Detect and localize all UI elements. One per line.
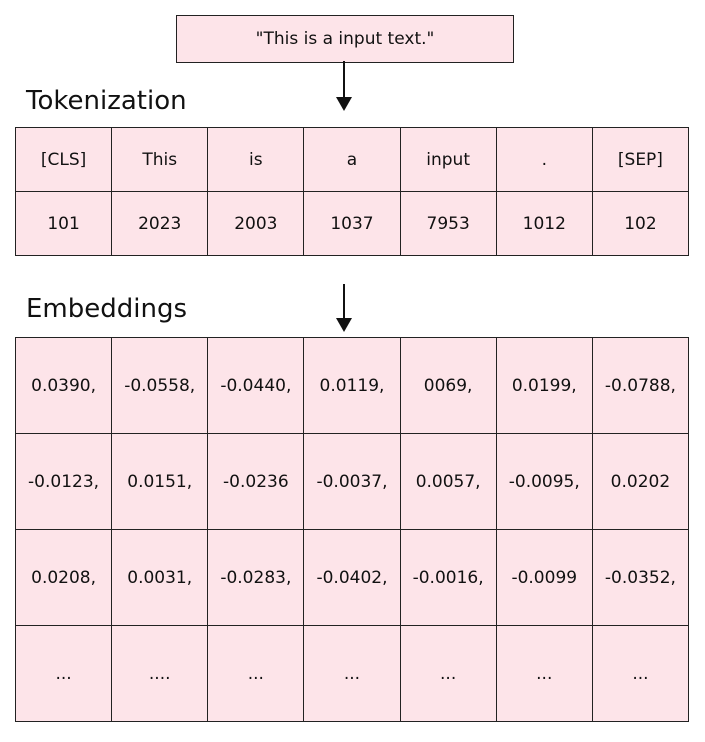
embedding-cell: -0.0037, <box>303 433 401 530</box>
embedding-cell: -0.0095, <box>495 433 593 530</box>
token-id-cell: 1012 <box>495 191 593 256</box>
embedding-row: 0.0390,-0.0558,-0.0440,0.0119,0069,0.019… <box>14 337 690 434</box>
token-cell: a <box>303 127 401 192</box>
embedding-cell: -0.0283, <box>207 529 305 626</box>
embedding-cell: -0.0123, <box>14 433 113 530</box>
token-id-cell: 102 <box>591 191 690 256</box>
token-cell: This <box>111 127 209 192</box>
embeddings-heading: Embeddings <box>26 294 188 324</box>
embedding-row: 0.0208,0.0031,-0.0283,-0.0402,-0.0016,-0… <box>14 529 690 626</box>
embedding-cell: ... <box>591 625 690 722</box>
embedding-cell: 0.0199, <box>495 337 593 434</box>
embedding-row: ...................... <box>14 625 690 722</box>
arrow-down-icon <box>336 61 352 111</box>
token-cell: is <box>207 127 305 192</box>
arrow-down-icon <box>336 284 352 332</box>
token-id-cell: 2023 <box>111 191 209 256</box>
token-cell: input <box>399 127 497 192</box>
token-id-cell: 1037 <box>303 191 401 256</box>
embedding-cell: -0.0558, <box>111 337 209 434</box>
embedding-cell: -0.0236 <box>207 433 305 530</box>
embedding-cell: -0.0402, <box>303 529 401 626</box>
embedding-cell: 0.0057, <box>399 433 497 530</box>
embedding-cell: .... <box>111 625 209 722</box>
embeddings-table: 0.0390,-0.0558,-0.0440,0.0119,0069,0.019… <box>14 337 690 722</box>
embedding-cell: -0.0352, <box>591 529 690 626</box>
tokenization-heading: Tokenization <box>26 86 187 116</box>
embedding-cell: -0.0440, <box>207 337 305 434</box>
embedding-cell: 0.0390, <box>14 337 113 434</box>
token-id-cell: 101 <box>14 191 113 256</box>
token-id-cell: 2003 <box>207 191 305 256</box>
embedding-cell: ... <box>207 625 305 722</box>
token-id-cell: 7953 <box>399 191 497 256</box>
embedding-cell: 0069, <box>399 337 497 434</box>
embedding-row: -0.0123,0.0151,-0.0236-0.0037,0.0057,-0.… <box>14 433 690 530</box>
embedding-cell: ... <box>303 625 401 722</box>
embedding-cell: 0.0031, <box>111 529 209 626</box>
embedding-cell: 0.0208, <box>14 529 113 626</box>
embedding-cell: -0.0016, <box>399 529 497 626</box>
token-cell: [CLS] <box>14 127 113 192</box>
embedding-cell: ... <box>495 625 593 722</box>
input-text-box: "This is a input text." <box>176 15 514 63</box>
embedding-cell: 0.0202 <box>591 433 690 530</box>
token-cell: . <box>495 127 593 192</box>
embedding-cell: ... <box>14 625 113 722</box>
token-cell: [SEP] <box>591 127 690 192</box>
embedding-cell: ... <box>399 625 497 722</box>
embedding-cell: -0.0099 <box>495 529 593 626</box>
embedding-cell: 0.0151, <box>111 433 209 530</box>
embedding-cell: 0.0119, <box>303 337 401 434</box>
embedding-cell: -0.0788, <box>591 337 690 434</box>
